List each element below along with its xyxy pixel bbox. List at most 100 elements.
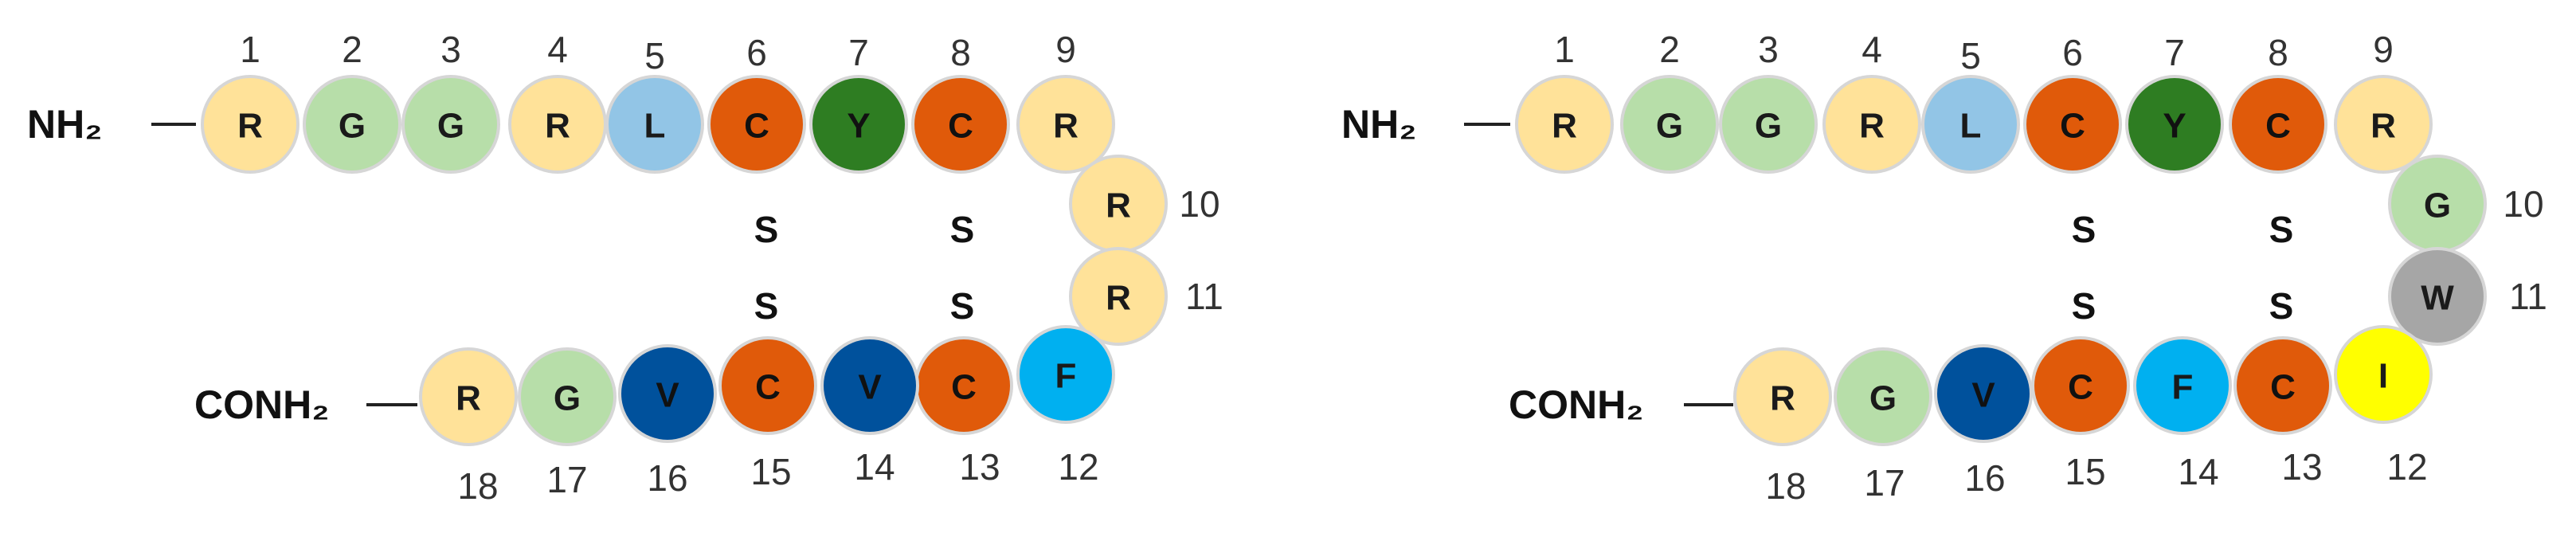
- residue-number: 17: [1864, 462, 1905, 504]
- residue-9: R9: [1016, 29, 1115, 174]
- residue-letter: G: [437, 107, 464, 146]
- residue-bead: [1016, 325, 1115, 424]
- residue-letter: G: [1755, 107, 1782, 146]
- residue-bead: [1620, 75, 1719, 174]
- residue-12: I12: [2334, 325, 2433, 488]
- residue-letter: Y: [2163, 107, 2186, 146]
- residue-11: W 11: [2388, 247, 2547, 346]
- residue-number: 14: [2178, 451, 2218, 492]
- c-terminus-label: CONH₂: [1509, 382, 1643, 427]
- residue-letter: R: [237, 107, 263, 146]
- residue-bead: [419, 347, 518, 446]
- residue-number: 10: [2503, 183, 2543, 225]
- residue-bead: [1016, 75, 1115, 174]
- residue-letter: C: [948, 107, 973, 146]
- disulfide-s-label: S: [2072, 285, 2096, 327]
- residue-8: C8: [2229, 32, 2327, 174]
- residue-bead: [1719, 75, 1818, 174]
- residue-17: G17: [518, 347, 617, 500]
- residue-letter: Y: [847, 107, 870, 146]
- residue-4: R4: [508, 29, 607, 174]
- disulfide-s-label: S: [754, 209, 779, 250]
- residue-number: 18: [1765, 465, 1806, 507]
- residue-7: Y7: [809, 32, 908, 174]
- residue-letter: C: [951, 368, 977, 407]
- residue-17: G17: [1834, 347, 1932, 504]
- residue-letter: R: [1106, 279, 1131, 318]
- residue-bead: [1733, 347, 1832, 446]
- disulfide-s-label: S: [2072, 209, 2096, 250]
- residue-letter: R: [1552, 107, 1577, 146]
- residue-letter: G: [1656, 107, 1683, 146]
- residue-letter: L: [1960, 107, 1982, 146]
- residue-15: C15: [2031, 336, 2130, 492]
- residue-letter: R: [2370, 107, 2396, 146]
- disulfide-s-label: S: [754, 285, 779, 327]
- residue-letter: R: [545, 107, 570, 146]
- residue-letter: R: [1859, 107, 1885, 146]
- disulfide-s-label: S: [950, 209, 975, 250]
- residue-letter: G: [554, 379, 581, 418]
- residue-bead: [2233, 336, 2332, 435]
- residue-18: R 18: [1733, 347, 1832, 507]
- residue-13: C13: [2233, 336, 2332, 488]
- residue-4: R4: [1822, 29, 1921, 174]
- residue-letter: C: [744, 107, 769, 146]
- residue-number: 5: [644, 35, 665, 76]
- residue-9: R9: [2334, 29, 2433, 174]
- residue-letter: W: [2421, 279, 2454, 318]
- residue-letter: R: [1770, 379, 1795, 418]
- residue-number: 3: [440, 29, 461, 70]
- disulfide-s-label: S: [2269, 209, 2294, 250]
- residue-bead: [303, 75, 401, 174]
- residue-letter: R: [1053, 107, 1079, 146]
- residue-bead: [1834, 347, 1932, 446]
- residue-6: C6: [707, 32, 806, 174]
- residue-letter: V: [1971, 376, 1995, 415]
- disulfide-s-label: S: [2269, 285, 2294, 327]
- residue-bead: [707, 75, 806, 174]
- residue-bead: [2023, 75, 2122, 174]
- residue-bead: [1515, 75, 1614, 174]
- residue-number: 5: [1960, 35, 1981, 76]
- residue-letter: I: [2378, 357, 2388, 396]
- residue-number: 1: [240, 29, 260, 70]
- residue-number: 8: [950, 32, 971, 73]
- residue-letter: R: [1106, 186, 1131, 225]
- residue-3: G3: [1719, 29, 1818, 174]
- residue-bead: [401, 75, 500, 174]
- residue-letter: L: [644, 107, 666, 146]
- residue-7: Y7: [2125, 32, 2224, 174]
- residue-bead: [518, 347, 617, 446]
- residue-5: L5: [1921, 35, 2020, 174]
- residue-number: 4: [1862, 29, 1882, 70]
- residue-bead: [2334, 325, 2433, 424]
- residue-number: 13: [959, 446, 1000, 488]
- disulfide-s-label: S: [950, 285, 975, 327]
- residue-bead: [718, 336, 817, 435]
- residue-letter: R: [456, 379, 481, 418]
- residue-12: F12: [1016, 325, 1115, 488]
- residue-bead: [2133, 336, 2232, 435]
- residue-number: 8: [2268, 32, 2288, 73]
- residue-number: 16: [1964, 457, 2005, 499]
- residue-letter: V: [858, 368, 882, 407]
- residue-bead: [809, 75, 908, 174]
- residue-number: 9: [2373, 29, 2394, 70]
- residue-number: 11: [2509, 276, 2547, 317]
- residue-letter: C: [2265, 107, 2291, 146]
- residue-number: 11: [1185, 276, 1223, 317]
- residue-letter: G: [339, 107, 366, 146]
- residue-number: 18: [457, 465, 498, 507]
- residue-number: 14: [854, 446, 895, 488]
- residue-number: 2: [1659, 29, 1680, 70]
- residue-number: 1: [1554, 29, 1575, 70]
- residue-1: R1: [201, 29, 299, 174]
- residue-bead: [1921, 75, 2020, 174]
- residue-letter: C: [2068, 368, 2093, 407]
- residue-18: R 18: [419, 347, 518, 507]
